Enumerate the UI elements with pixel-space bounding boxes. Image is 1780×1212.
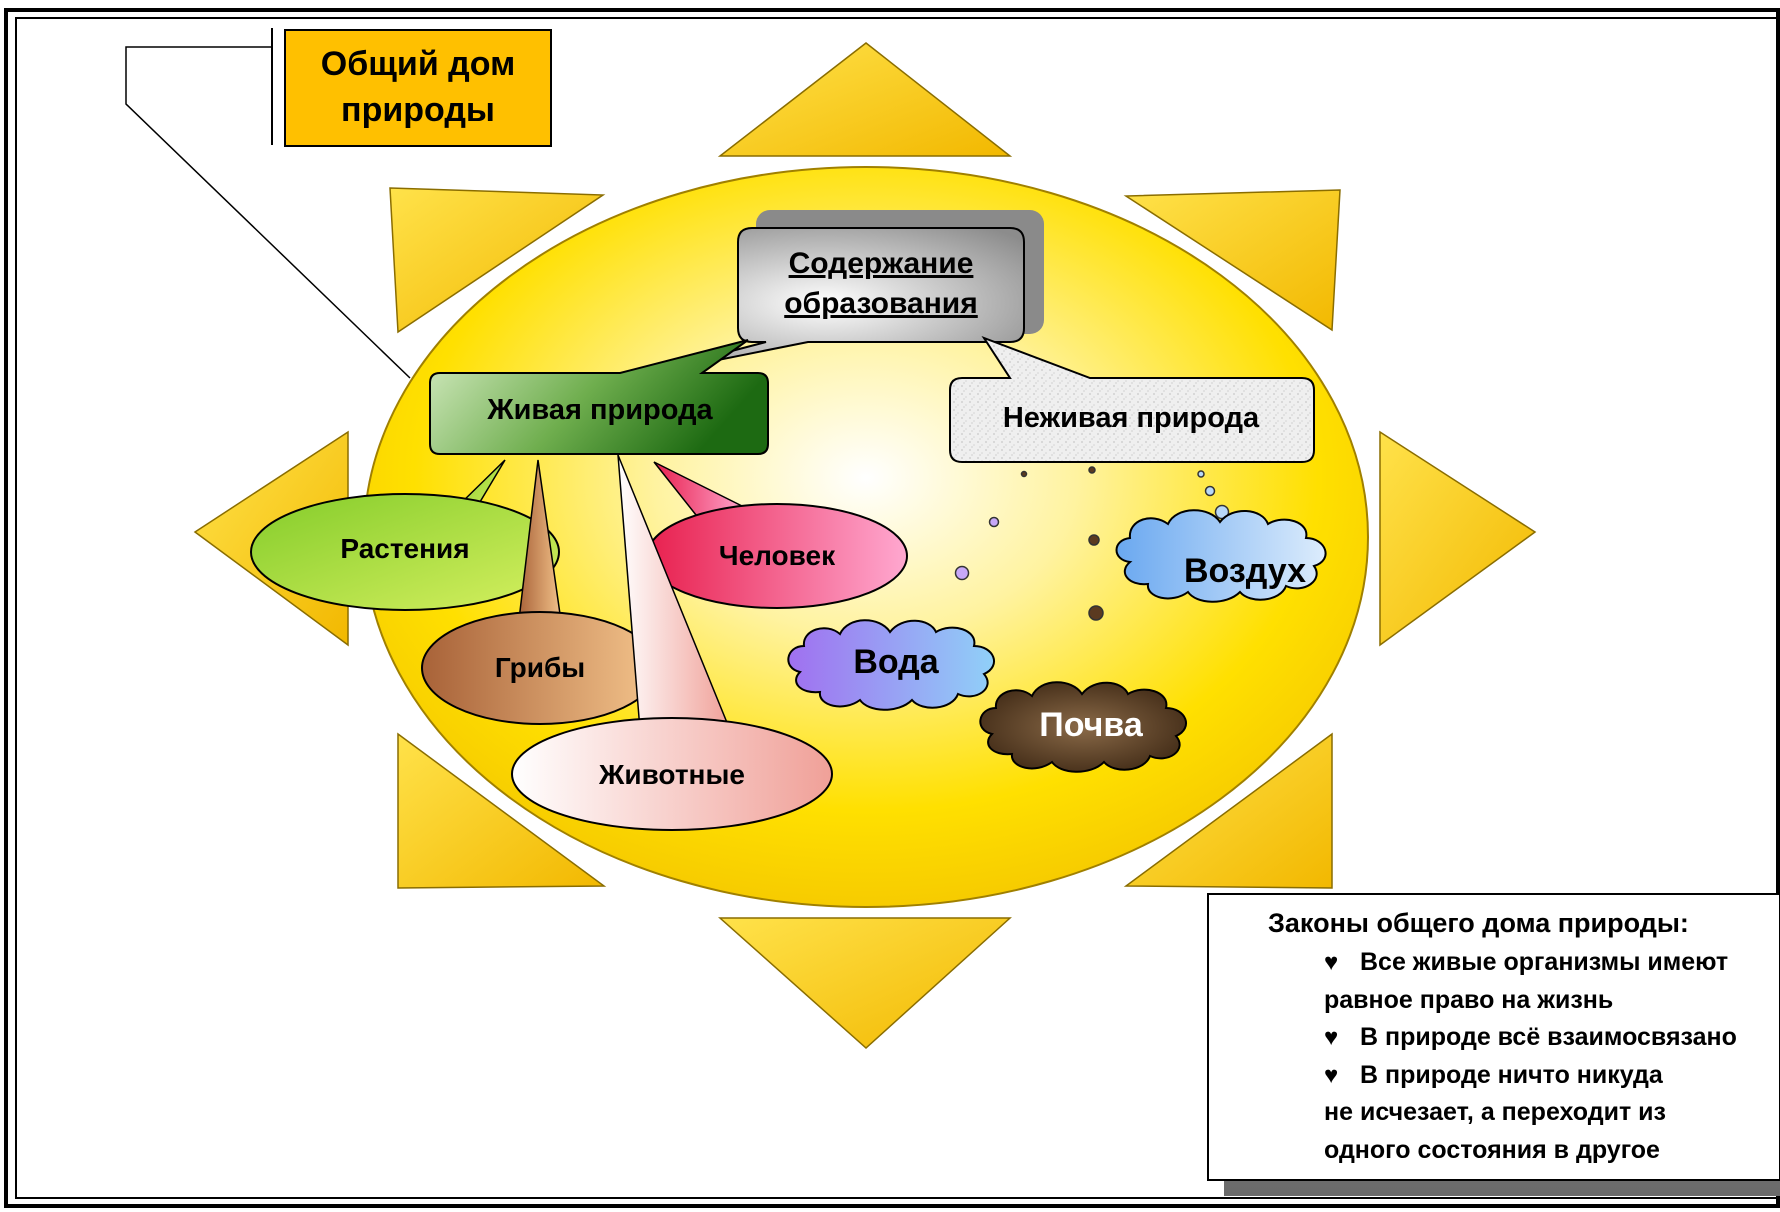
laws-box: Законы общего дома природы: ♥ Все живые … — [1207, 893, 1780, 1196]
soil-label: Почва — [1039, 706, 1144, 744]
dot — [988, 516, 1000, 528]
content-box: Содержание образования — [627, 210, 1044, 379]
title-box — [284, 29, 552, 147]
ray-bottom-left — [397, 732, 607, 889]
nonliving-nature-label: Неживая природа — [1003, 402, 1260, 434]
ray-bottom-right — [1123, 732, 1333, 889]
thought-dots — [954, 466, 1230, 621]
ray-right — [1379, 430, 1537, 647]
dot — [1088, 466, 1096, 474]
ray-top-left — [389, 187, 606, 334]
fungi-label: Грибы — [495, 652, 585, 683]
animals-ellipse — [511, 717, 833, 831]
living-nature-label: Живая природа — [486, 394, 713, 426]
content-line-2: образования — [784, 287, 978, 320]
laws-line-3: В природе всё взаимосвязано — [1360, 1023, 1737, 1051]
living-nature-body — [429, 339, 769, 455]
water-cloud-shape — [787, 619, 996, 711]
title-line-1: Общий дом — [321, 45, 515, 83]
nonliving-items: Воздух Вода Почва — [787, 509, 1327, 773]
laws-box-body — [1207, 893, 1780, 1181]
soil-cloud-shape — [979, 681, 1188, 773]
animals-bubble: Животные — [511, 454, 833, 831]
dot — [1197, 470, 1205, 478]
laws-line-4: В природе ничто никуда — [1360, 1061, 1664, 1089]
soil-cloud: Почва — [979, 681, 1188, 773]
callout-leader-line — [125, 46, 411, 379]
air-cloud: Воздух — [1115, 509, 1327, 603]
animals-label: Животные — [598, 759, 745, 790]
ray-bottom — [718, 917, 1012, 1050]
title-line-2: природы — [341, 91, 495, 129]
dot — [954, 565, 970, 581]
dot — [1204, 485, 1216, 497]
plants-bubble: Растения — [250, 459, 560, 611]
laws-title: Законы общего дома природы: — [1268, 908, 1689, 938]
nonliving-nature-box: Неживая природа — [949, 335, 1315, 463]
laws-line-5: не исчезает, а переходит из — [1324, 1098, 1666, 1126]
dot — [1020, 470, 1028, 478]
content-line-1: Содержание — [789, 247, 974, 280]
laws-bullet-3: ♥ — [1324, 1062, 1338, 1089]
ray-top — [717, 42, 1013, 157]
human-bubble: Человек — [646, 461, 908, 609]
fungi-bubble: Грибы — [421, 459, 659, 725]
air-label: Воздух — [1184, 552, 1306, 590]
dot — [1088, 534, 1100, 546]
laws-line-6: одного состояния в другое — [1324, 1136, 1660, 1164]
human-label: Человек — [719, 540, 836, 571]
living-items: Растения Грибы Человек Животные — [250, 454, 908, 831]
plants-ellipse — [250, 493, 560, 611]
air-cloud-shape — [1115, 509, 1327, 603]
laws-bullet-1: ♥ — [1324, 949, 1338, 976]
living-nature-box: Живая природа — [429, 339, 769, 455]
ray-top-right — [1123, 189, 1341, 332]
laws-bullet-2: ♥ — [1324, 1024, 1338, 1051]
nonliving-nature-body — [949, 335, 1315, 463]
plants-label: Растения — [340, 533, 469, 564]
laws-line-2: равное право на жизнь — [1324, 986, 1613, 1014]
page-frame-inner — [15, 17, 1779, 1199]
dot — [1088, 605, 1104, 621]
laws-line-1: Все живые организмы имеют — [1360, 948, 1728, 976]
water-label: Вода — [853, 643, 939, 681]
water-cloud: Вода — [787, 619, 996, 711]
title-callout: Общий дом природы — [125, 28, 552, 379]
